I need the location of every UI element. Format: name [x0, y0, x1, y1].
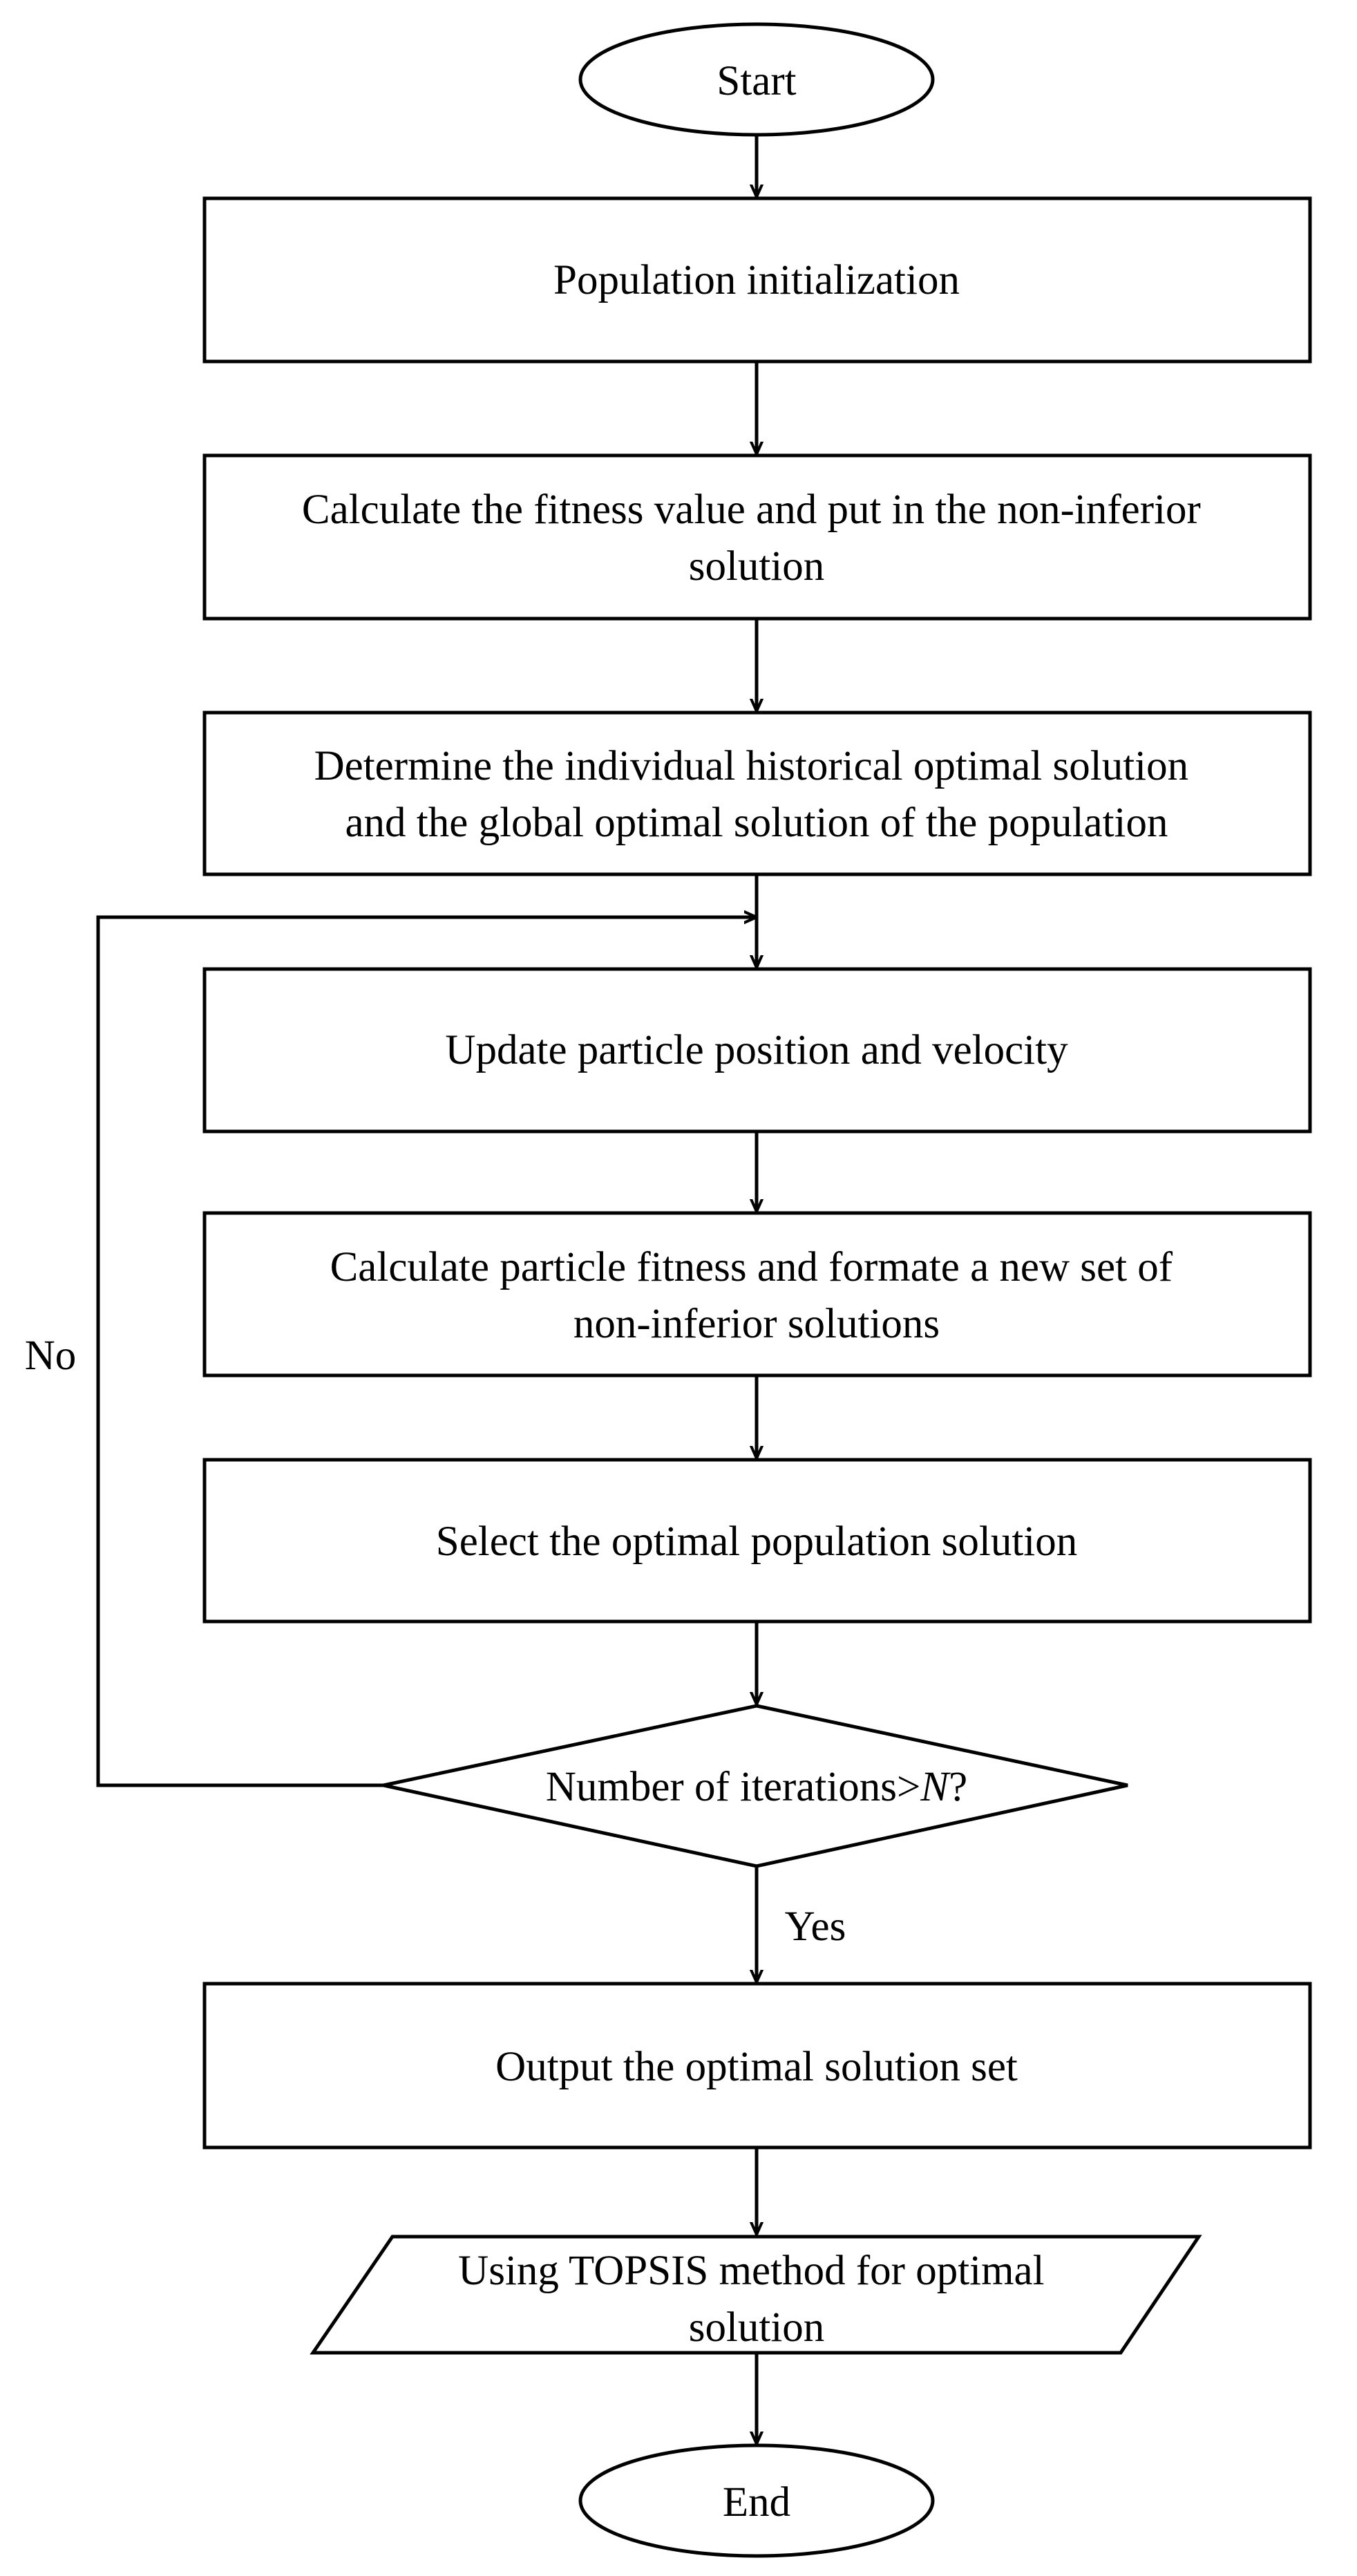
topsis-label: Using TOPSIS method for optimal solution [458, 2248, 1055, 2351]
decision-label: Number of iterations>N? [546, 1764, 967, 1810]
start-label: Start [717, 58, 796, 104]
iterations-decision [383, 1704, 1128, 1868]
select-label: Select the optimal population solution [436, 1519, 1077, 1565]
output-box [202, 1982, 1312, 2150]
determine-label: Determine the individual historical opti… [314, 743, 1199, 846]
labels: Start Population initialization Calculat… [25, 58, 1211, 2526]
init-box [202, 196, 1312, 364]
select-box [202, 1458, 1312, 1624]
init-label: Population initialization [553, 257, 960, 303]
particle-fitness-label: Calculate particle fitness and formate a… [330, 1244, 1184, 1347]
output-label: Output the optimal solution set [495, 2044, 1018, 2090]
fitness-box [202, 453, 1312, 621]
edges [96, 135, 757, 2444]
nodes [202, 22, 1312, 2558]
update-box [202, 967, 1312, 1134]
edge-decision-no-loop [96, 917, 757, 1787]
start-terminator [578, 22, 935, 137]
determine-box [202, 711, 1312, 876]
particle-fitness-box [202, 1211, 1312, 1378]
topsis-parallelogram [310, 2235, 1202, 2355]
update-label: Update particle position and velocity [445, 1027, 1068, 1073]
fitness-label: Calculate the fitness value and put in t… [302, 487, 1211, 590]
no-edge-label: No [25, 1333, 77, 1379]
end-terminator [578, 2443, 935, 2558]
end-label: End [723, 2479, 790, 2526]
yes-edge-label: Yes [785, 1903, 846, 1950]
